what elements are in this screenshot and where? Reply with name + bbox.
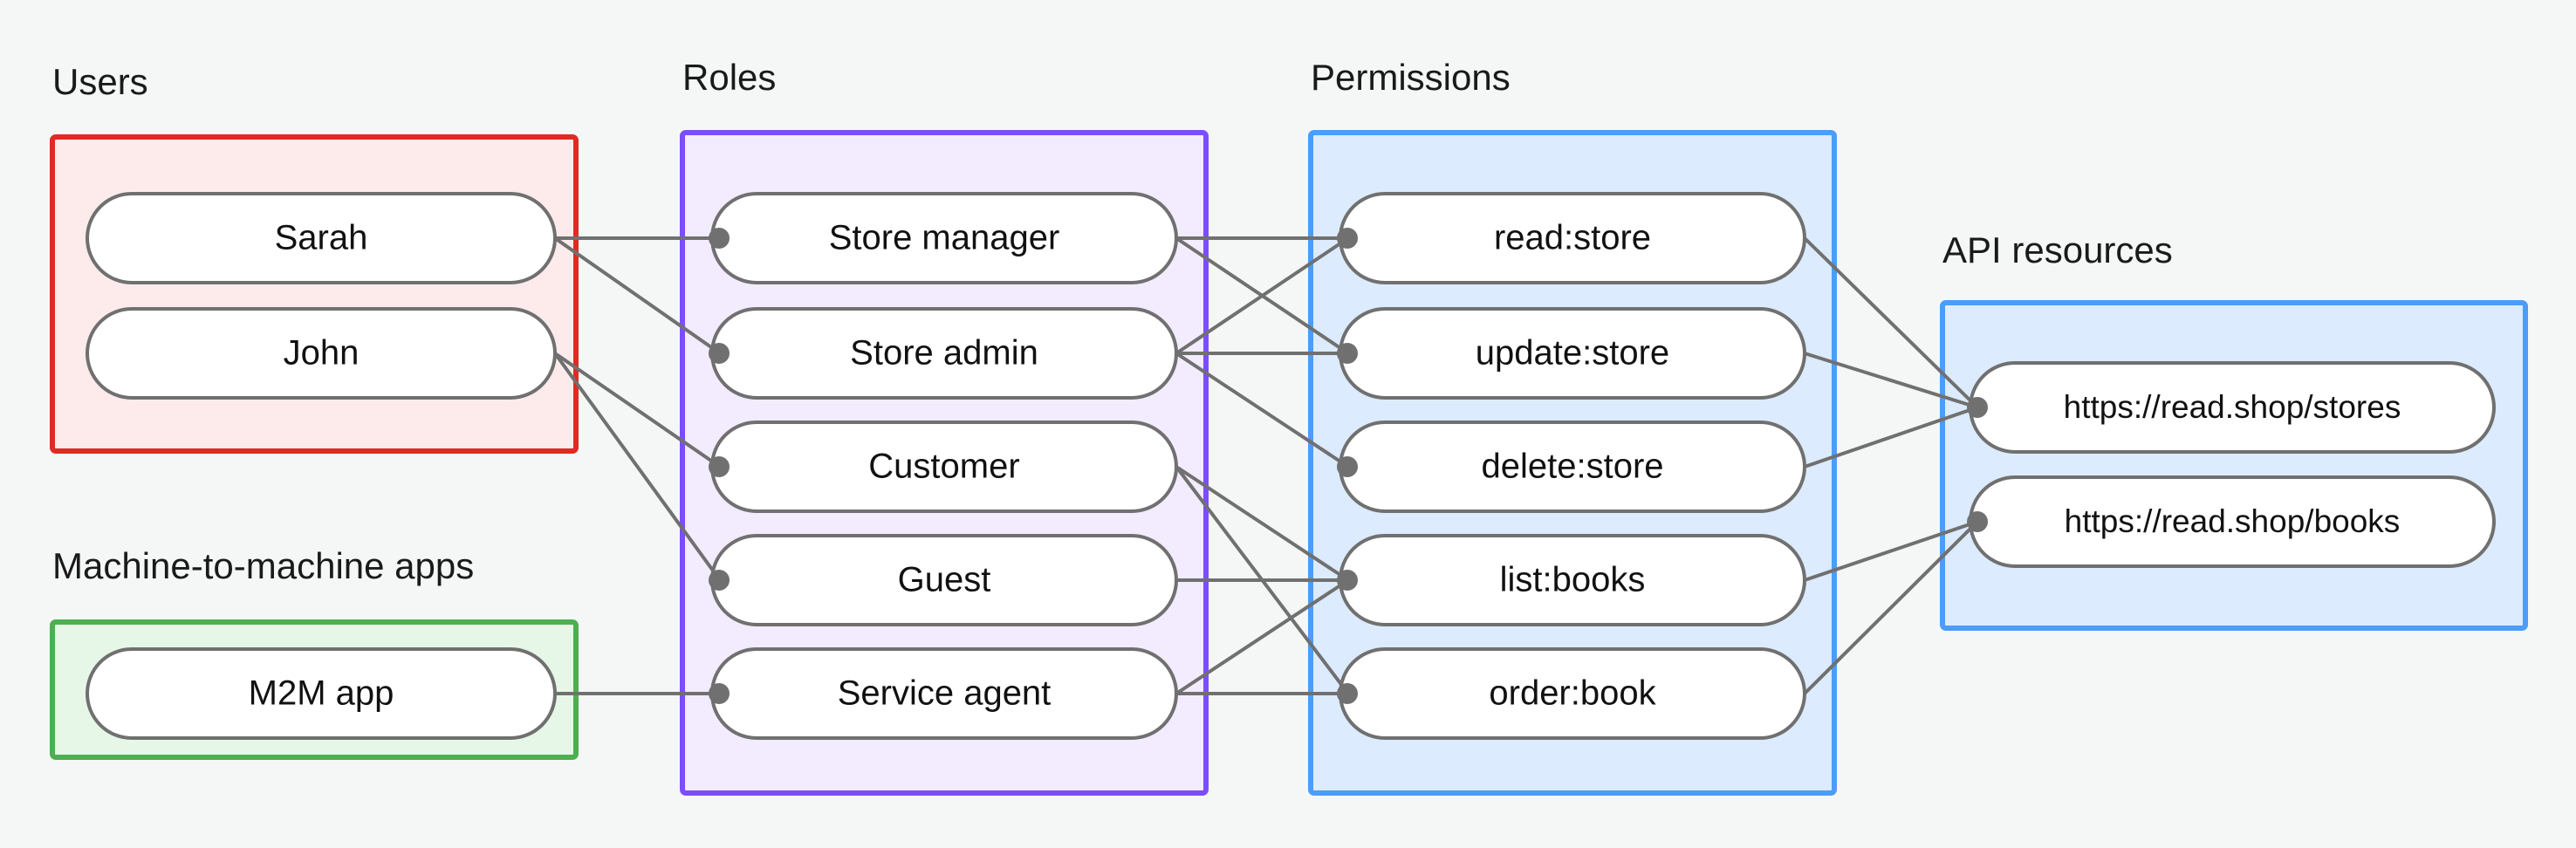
edge-update-store-stores: [1804, 352, 1978, 409]
edge-customer-list-books: [1175, 465, 1350, 582]
edges-permissions-to-api: [1803, 236, 1979, 695]
node-label-delete-store: delete:store: [1481, 448, 1663, 486]
node-delete-store[interactable]: delete:store: [1337, 421, 1806, 513]
node-read-store[interactable]: read:store: [1337, 192, 1806, 284]
edges-users-to-roles: [553, 236, 722, 695]
edge-sarah-store-admin: [553, 236, 722, 355]
connector-dot-delete-store: [1337, 456, 1358, 477]
connector-dot-list-books: [1337, 570, 1358, 591]
connector-dot-read-store: [1337, 228, 1358, 249]
node-label-store-manager: Store manager: [829, 219, 1060, 257]
node-customer[interactable]: Customer: [709, 421, 1178, 513]
edge-john-customer: [553, 352, 722, 468]
group-box-api: [1940, 300, 2528, 631]
group-label-m2m: Machine-to-machine apps: [52, 545, 474, 586]
node-store-manager[interactable]: Store manager: [709, 192, 1178, 284]
node-update-store[interactable]: update:store: [1337, 307, 1806, 400]
node-list-books[interactable]: list:books: [1337, 534, 1806, 626]
node-label-sarah: Sarah: [275, 219, 368, 257]
edges-roles-to-permissions: [1175, 236, 1350, 695]
connector-dot-guest: [709, 570, 730, 591]
edge-john-guest: [553, 352, 722, 582]
node-service-agent[interactable]: Service agent: [709, 647, 1178, 740]
edge-list-books-books: [1804, 520, 1978, 582]
edge-store-admin-read-store: [1175, 236, 1350, 355]
node-label-read-store: read:store: [1494, 219, 1651, 257]
node-sarah[interactable]: Sarah: [86, 192, 557, 284]
group-label-roles: Roles: [682, 57, 776, 98]
node-label-update-store: update:store: [1476, 334, 1669, 373]
group-label-permissions: Permissions: [1311, 57, 1511, 98]
edge-read-store-stores: [1803, 236, 1979, 409]
connector-dot-store-manager: [709, 228, 730, 249]
node-label-m2m-app: M2M app: [249, 674, 394, 713]
node-label-list-books: list:books: [1500, 561, 1646, 599]
node-store-admin[interactable]: Store admin: [709, 307, 1178, 400]
node-label-guest: Guest: [898, 561, 991, 599]
node-label-john: John: [284, 334, 360, 373]
node-label-api-books: https://read.shop/books: [2065, 503, 2401, 539]
node-api-books[interactable]: https://read.shop/books: [1967, 475, 2496, 568]
node-pill-sarah[interactable]: [86, 192, 557, 284]
edge-delete-store-stores: [1804, 406, 1978, 468]
node-guest[interactable]: Guest: [709, 534, 1178, 626]
node-order-book[interactable]: order:book: [1337, 647, 1806, 740]
node-m2m-app[interactable]: M2M app: [86, 647, 557, 740]
connector-dot-order-book: [1337, 683, 1358, 704]
node-pill-m2m-app[interactable]: [86, 647, 557, 740]
node-label-order-book: order:book: [1489, 674, 1656, 713]
connector-dot-api-books: [1967, 511, 1988, 532]
node-api-stores[interactable]: https://read.shop/stores: [1967, 361, 2496, 454]
edge-service-agent-list-books: [1175, 578, 1350, 695]
edge-store-admin-delete-store: [1175, 352, 1350, 468]
edge-order-book-books: [1803, 520, 1979, 695]
node-john[interactable]: John: [86, 307, 557, 400]
node-label-api-stores: https://read.shop/stores: [2064, 389, 2401, 425]
node-label-store-admin: Store admin: [850, 334, 1038, 373]
connector-dot-store-admin: [709, 343, 730, 364]
node-pill-john[interactable]: [86, 307, 557, 400]
group-label-api: API resources: [1942, 229, 2173, 270]
connector-dot-customer: [709, 456, 730, 477]
node-label-customer: Customer: [868, 448, 1019, 486]
group-box-users: [50, 134, 579, 454]
node-label-service-agent: Service agent: [838, 674, 1052, 713]
group-label-users: Users: [52, 61, 148, 102]
connector-dot-api-stores: [1967, 397, 1988, 418]
connector-dot-service-agent: [709, 683, 730, 704]
connector-dot-update-store: [1337, 343, 1358, 364]
